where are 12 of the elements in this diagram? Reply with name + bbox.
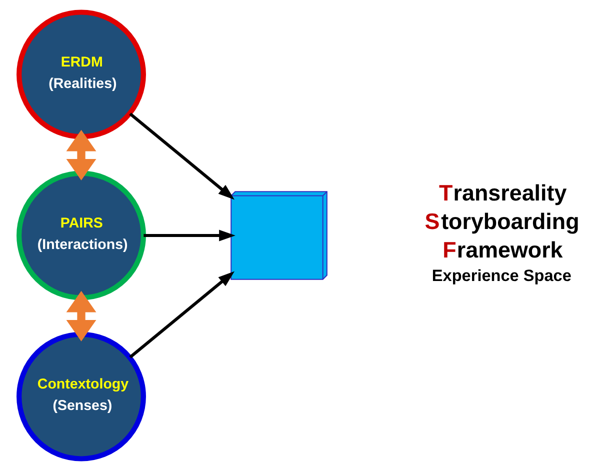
arrow xyxy=(66,290,96,342)
label: Experience Space xyxy=(431,267,571,286)
node-circle: ERDM (Realities) xyxy=(16,10,146,140)
label: Transreality xyxy=(438,180,566,206)
arrow xyxy=(128,112,234,200)
label: Framework xyxy=(442,238,562,263)
label: Storyboarding xyxy=(424,208,579,234)
arrow xyxy=(66,130,96,180)
node-circle: Contextology (Senses) xyxy=(16,332,146,462)
arrow xyxy=(128,271,234,358)
node-circle: PAIRS (Interactions) xyxy=(16,170,146,300)
arrow xyxy=(143,230,235,242)
